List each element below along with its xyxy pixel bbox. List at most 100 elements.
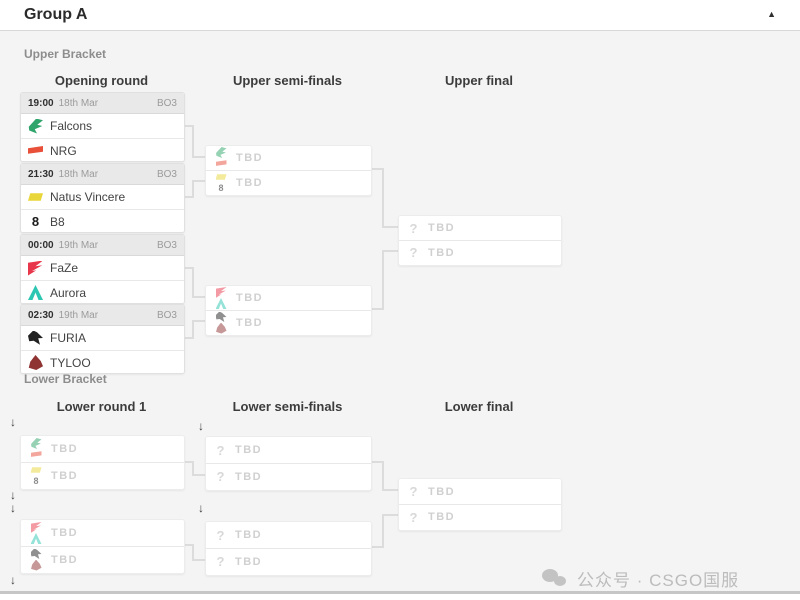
tyloo-icon	[216, 322, 227, 334]
team-slot[interactable]: Falcons	[21, 114, 184, 138]
column-header-upper-final: Upper final	[445, 73, 513, 88]
team-name: NRG	[50, 143, 77, 158]
match-date: 18th Mar	[58, 97, 99, 109]
drop-down-arrow-icon: ↓	[198, 501, 204, 515]
possible-teams-icons	[213, 311, 229, 334]
bracket-connector	[192, 180, 194, 198]
tbd-slot: TBD	[206, 146, 371, 170]
lower-bracket-label: Lower Bracket	[24, 372, 107, 386]
match-date: 19th Mar	[58, 239, 99, 251]
match-time: 00:00	[28, 239, 54, 251]
panel-bottom-border	[0, 591, 800, 594]
aurora-icon	[28, 285, 43, 300]
tbd-label: TBD	[235, 555, 263, 568]
team-slot[interactable]: FURIA	[21, 326, 184, 350]
drop-down-arrow-icon: ↓	[198, 419, 204, 433]
question-icon: ?	[216, 442, 225, 458]
team-slot[interactable]: TYLOO	[21, 350, 184, 373]
bracket-connector	[370, 308, 384, 310]
bracket-connector	[192, 267, 194, 298]
tyloo-icon	[28, 355, 43, 370]
furia-icon	[215, 311, 227, 322]
b8-icon: 8	[218, 183, 224, 193]
bracket-connector	[192, 320, 194, 339]
bracket-connector	[192, 320, 207, 322]
upper-bracket-label: Upper Bracket	[24, 47, 107, 61]
question-icon: ?	[216, 554, 225, 569]
bracket-connector	[382, 250, 384, 310]
furia-icon	[30, 548, 42, 559]
drop-down-arrow-icon: ↓	[10, 573, 16, 587]
tyloo-icon	[31, 559, 42, 571]
tbd-label: TBD	[51, 553, 79, 566]
bracket-connector	[192, 559, 207, 561]
tbd-slot: ? TBD	[399, 240, 561, 264]
bracket-connector	[382, 461, 384, 491]
possible-teams-icons	[28, 522, 44, 544]
question-icon: ?	[409, 245, 418, 260]
tbd-slot: ? TBD	[206, 437, 371, 463]
faze-icon	[28, 260, 43, 276]
bracket-connector	[370, 461, 384, 463]
question-icon: ?	[409, 509, 418, 525]
collapse-caret-icon[interactable]: ▲	[767, 9, 776, 19]
possible-teams-icons	[213, 147, 229, 169]
bracket-connector	[183, 267, 194, 269]
team-slot[interactable]: Natus Vincere	[21, 185, 184, 209]
furia-icon	[28, 330, 43, 345]
tbd-match-box: TBD 8 TBD	[205, 145, 372, 196]
question-icon: ?	[409, 220, 418, 236]
column-header-lower-semi-finals: Lower semi-finals	[232, 399, 343, 414]
falcons-icon	[216, 147, 227, 158]
team-slot[interactable]: FaZe	[21, 256, 184, 280]
tbd-slot: TBD	[21, 520, 184, 546]
navi-icon	[215, 174, 227, 180]
bracket-connector	[192, 544, 194, 561]
tbd-label: TBD	[236, 292, 264, 304]
bracket-connector	[382, 250, 400, 252]
team-slot[interactable]: NRG	[21, 138, 184, 161]
navi-icon	[28, 193, 43, 201]
tbd-match-box: ?TBD?TBD	[205, 436, 372, 491]
team-name: FURIA	[50, 331, 86, 345]
match-date: 19th Mar	[58, 309, 99, 321]
bracket-connector	[183, 337, 194, 339]
tbd-slot: TBD	[206, 310, 371, 334]
tbd-label: TBD	[235, 470, 263, 483]
column-header-lower-final: Lower final	[444, 399, 514, 414]
bracket-connector	[382, 226, 400, 228]
team-name: FaZe	[50, 261, 79, 275]
tbd-label: TBD	[236, 176, 264, 189]
possible-teams-icons: 8	[213, 172, 229, 194]
tbd-slot: 8 TBD	[206, 170, 371, 194]
tbd-label: TBD	[428, 246, 456, 259]
b8-icon: 8	[31, 214, 40, 229]
tbd-match-box: ?TBD?TBD	[398, 478, 562, 531]
tbd-slot: ?TBD	[206, 522, 371, 548]
tbd-label: TBD	[235, 444, 263, 456]
tbd-slot: ? TBD	[206, 548, 371, 574]
nrg-icon	[28, 146, 43, 154]
team-slot[interactable]: Aurora	[21, 280, 184, 303]
watermark-text: 公众号 · CSGO国服	[577, 571, 740, 590]
possible-teams-icons: 8	[28, 465, 44, 487]
bracket-connector	[382, 514, 400, 516]
bracket-connector	[183, 544, 194, 546]
question-icon: ?	[216, 527, 225, 543]
match-time: 21:30	[28, 168, 54, 180]
tbd-match-box: TBD TBD	[20, 519, 185, 574]
tbd-slot: ?TBD	[399, 504, 561, 529]
bracket-connector	[382, 514, 384, 548]
navi-icon	[30, 467, 42, 473]
possible-teams-icons	[28, 438, 44, 460]
drop-down-arrow-icon: ↓	[10, 501, 16, 515]
bracket-connector	[382, 168, 384, 228]
tbd-label: TBD	[428, 485, 456, 498]
question-icon: ?	[409, 484, 418, 499]
group-header-bar: Group A ▲	[0, 0, 800, 31]
bracket-connector	[370, 546, 384, 548]
